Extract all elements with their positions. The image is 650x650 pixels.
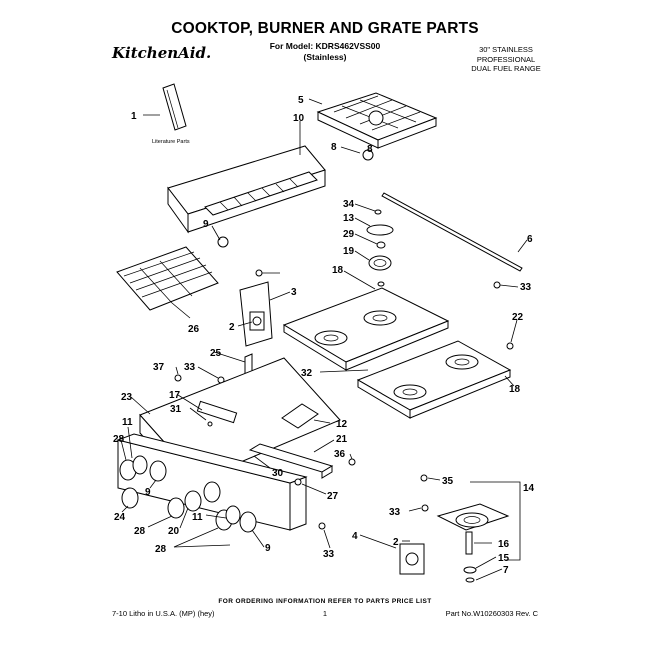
callout-18-b: 18 <box>509 384 521 395</box>
callout-33-c: 33 <box>389 507 401 518</box>
finish-line: (Stainless) <box>303 52 347 62</box>
cooktop-pans <box>282 287 514 419</box>
callout-24: 24 <box>114 512 126 523</box>
callout-33-b: 33 <box>184 362 196 373</box>
burner-cap-stack <box>366 209 394 287</box>
callout-6: 6 <box>527 234 533 245</box>
callout-20: 20 <box>168 526 180 537</box>
product-line-2: PROFESSIONAL <box>476 54 536 64</box>
litho-note: 7-10 Litho in U.S.A. (MP) (hey) <box>112 609 215 618</box>
grate-rear <box>167 145 326 248</box>
callout-22: 22 <box>512 312 524 323</box>
callout-33-d: 33 <box>323 549 335 560</box>
valve-assembly-2 <box>399 504 429 575</box>
callout-8-b: 9 <box>203 219 209 230</box>
callout-28-a: 28 <box>113 434 125 445</box>
callout-21: 21 <box>336 434 348 445</box>
literature-label: Literature Parts <box>152 139 190 145</box>
callout-13: 13 <box>343 213 355 224</box>
control-panel <box>116 357 341 531</box>
callout-12: 12 <box>336 419 348 430</box>
callout-29: 29 <box>343 229 355 240</box>
callout-26: 26 <box>188 324 200 335</box>
knobs <box>119 455 257 533</box>
callout-25: 25 <box>210 348 222 359</box>
callout-1: 1 <box>131 111 137 122</box>
ordering-note: FOR ORDERING INFORMATION REFER TO PARTS … <box>218 598 432 605</box>
callout-7: 7 <box>503 565 509 576</box>
brand-logo: KitchenAid. <box>112 44 212 62</box>
callout-2-a: 2 <box>229 322 235 333</box>
tray-rail <box>248 403 428 530</box>
callout-10: 10 <box>293 113 305 124</box>
model-line: For Model: KDRS462VSS00 <box>269 41 381 51</box>
burner-assembly <box>436 481 521 583</box>
page-title: COOKTOP, BURNER AND GRATE PARTS <box>171 20 479 37</box>
callout-36: 36 <box>334 449 346 460</box>
callout-16: 16 <box>498 539 510 550</box>
side-grate <box>116 246 219 311</box>
callout-11-b: 11 <box>192 512 203 523</box>
rod-part <box>381 192 523 289</box>
callout-17: 17 <box>169 390 181 401</box>
callout-4: 4 <box>352 531 358 542</box>
product-line-1: 30" STAINLESS <box>479 45 533 54</box>
callout-33-a: 33 <box>520 282 532 293</box>
callout-11-a: 11 <box>122 417 133 428</box>
callout-5: 5 <box>298 95 304 106</box>
grate-top <box>316 92 438 161</box>
callout-2-b: 2 <box>393 537 399 548</box>
page-number: 1 <box>322 609 328 618</box>
leader-lines <box>120 98 528 581</box>
callout-9-a: 9 <box>145 487 151 498</box>
callout-numbers: 1 5 10 6 8 34 13 29 19 18 9 33 3 2 26 25… <box>113 95 535 576</box>
callout-15: 15 <box>498 553 510 564</box>
callout-35: 35 <box>442 476 454 487</box>
valve-assembly <box>239 269 273 347</box>
callout-30: 30 <box>272 468 284 479</box>
callout-9-b: 9 <box>265 543 271 554</box>
callout-23: 23 <box>121 392 133 403</box>
callout-31: 31 <box>170 404 182 415</box>
callout-28-b: 28 <box>134 526 146 537</box>
product-line-3: DUAL FUEL RANGE <box>471 64 541 73</box>
literature-parts: Literature Parts <box>143 83 190 145</box>
callout-14: 14 <box>523 483 535 494</box>
part-number: Part No.W10260303 Rev. C <box>445 609 538 618</box>
callout-32: 32 <box>301 368 313 379</box>
callout-3: 3 <box>291 287 297 298</box>
product-description: 30" STAINLESS PROFESSIONAL DUAL FUEL RAN… <box>436 45 576 74</box>
callout-27: 27 <box>327 491 339 502</box>
callout-37: 37 <box>153 362 165 373</box>
model-info: For Model: KDRS462VSS00 (Stainless) <box>0 41 650 63</box>
callout-8-c: 8 <box>367 144 373 155</box>
callout-28-c: 28 <box>155 544 167 555</box>
callout-19: 19 <box>343 246 355 257</box>
callout-34: 34 <box>343 199 355 210</box>
callout-18-a: 18 <box>332 265 344 276</box>
callout-8-a: 8 <box>331 142 337 153</box>
